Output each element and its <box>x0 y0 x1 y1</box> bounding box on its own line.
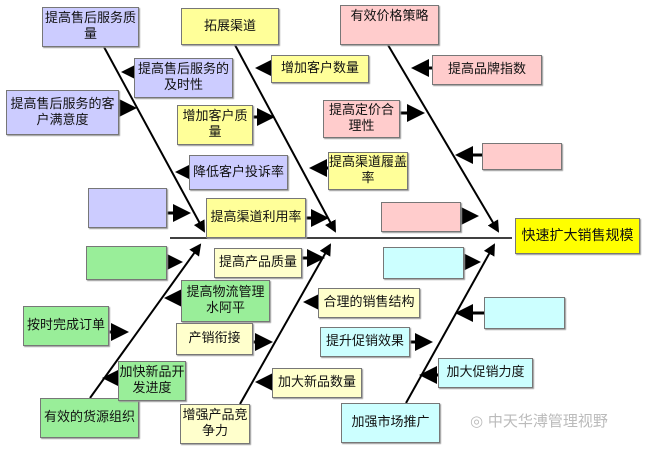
cause-box-empty <box>482 143 562 170</box>
cause-box: 提高渠道履盖率 <box>328 152 408 190</box>
cause-box: 加大新品数量 <box>272 368 362 398</box>
watermark: ◎ 中天华溥管理视野 <box>470 412 608 430</box>
wechat-icon: ◎ <box>470 412 488 430</box>
category-promotion: 加强市场推广 <box>341 403 440 443</box>
cause-box: 提高售后服务的及时性 <box>134 58 233 98</box>
cause-box-empty <box>88 188 167 228</box>
effect-head: 快速扩大销售规模 <box>515 218 640 254</box>
cause-box: 提高品牌指数 <box>432 55 542 85</box>
cause-box: 产销衔接 <box>176 323 253 355</box>
category-service: 提高售后服务质量 <box>42 7 139 47</box>
cause-box-empty <box>381 202 461 232</box>
category-product: 增强产品竞争力 <box>180 404 250 444</box>
category-price: 有效价格策略 <box>340 5 439 45</box>
category-supply: 有效的货源组织 <box>40 398 139 438</box>
cause-box-empty <box>484 297 565 329</box>
bone-price <box>387 44 500 233</box>
cause-box-empty <box>383 247 464 279</box>
cause-box: 合理的销售结构 <box>318 288 420 318</box>
bone-channel <box>234 44 336 233</box>
cause-box: 加大促销力度 <box>438 358 533 388</box>
bone-service <box>103 46 205 233</box>
cause-box: 提高产品质量 <box>214 248 302 278</box>
cause-box: 提高物流管理水阿平 <box>181 280 270 322</box>
cause-box: 加快新品开发进度 <box>118 361 186 401</box>
category-channel: 拓展渠道 <box>181 8 279 45</box>
cause-box: 降低客户投诉率 <box>189 155 288 190</box>
cause-box: 提升促销效果 <box>320 327 410 357</box>
cause-box: 增加客户数量 <box>271 55 369 83</box>
cause-box: 提高售后服务的客户满意度 <box>6 90 119 135</box>
cause-box: 按时完成订单 <box>23 306 109 346</box>
cause-box: 增加客户质量 <box>177 105 253 145</box>
cause-box: 提高定价合理性 <box>323 100 400 138</box>
cause-box: 提高渠道利用率 <box>206 198 306 238</box>
cause-box-empty <box>86 246 167 280</box>
